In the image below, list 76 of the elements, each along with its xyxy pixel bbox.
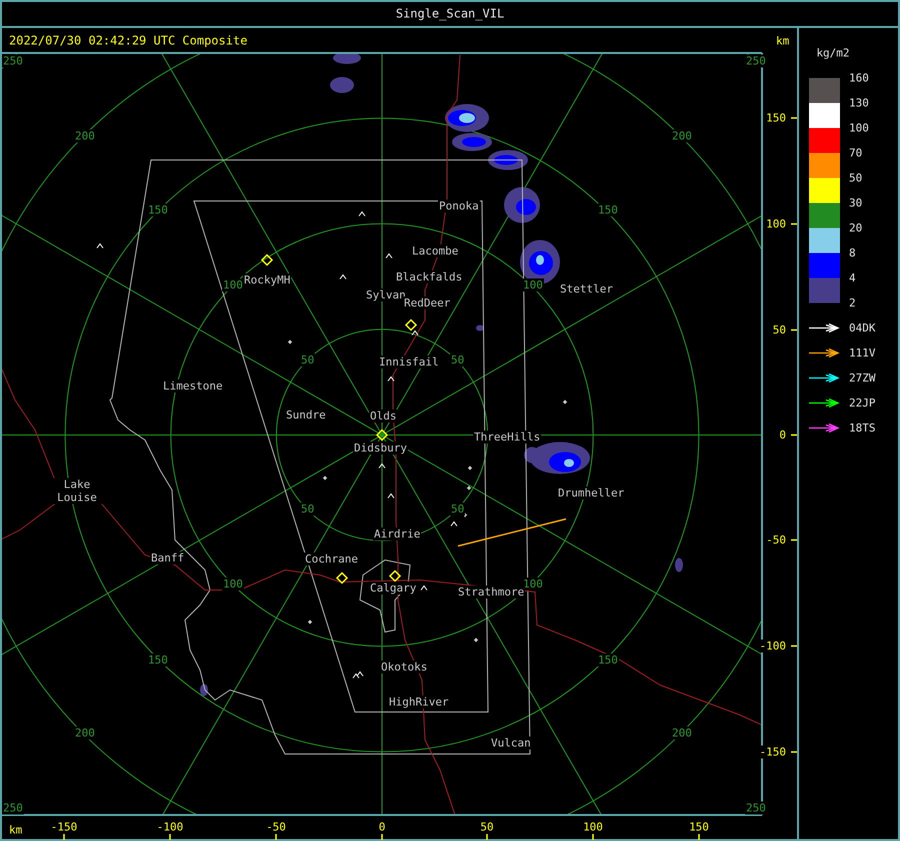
legend-value: 70 — [848, 146, 864, 160]
place-name: Vulcan — [490, 736, 532, 750]
place-name: HighRiver — [388, 696, 450, 708]
range-label: 50 — [450, 354, 466, 366]
place-name: Innisfail — [378, 356, 440, 368]
track-label: 27ZW — [848, 372, 876, 384]
range-label: 200 — [74, 130, 96, 142]
place-name: Limestone — [162, 380, 224, 392]
legend-value: 2 — [848, 296, 857, 310]
chart-title: Single_Scan_VIL — [394, 8, 506, 20]
legend-value: 130 — [848, 96, 870, 110]
range-label: 100 — [522, 278, 544, 292]
range-label: 150 — [147, 204, 169, 216]
legend-value: 20 — [848, 222, 864, 234]
place-name: Banff — [150, 552, 186, 564]
place-name: RockyMH — [243, 274, 292, 286]
axis-tick-label: -50 — [265, 820, 287, 834]
place-name: Sundre — [285, 408, 327, 422]
axis-tick-label: 50 — [772, 324, 787, 336]
axis-tick-label: 0 — [778, 428, 787, 442]
range-label: 250 — [745, 802, 767, 814]
place-name: Calgary — [369, 582, 418, 594]
legend-unit: kg/m2 — [815, 46, 851, 60]
axis-tick-label: -150 — [758, 746, 787, 758]
place-name: Cochrane — [304, 552, 359, 566]
axis-tick-label: -100 — [156, 820, 184, 834]
range-label: 200 — [74, 726, 96, 740]
place-name: Blackfalds — [395, 270, 464, 284]
range-label: 150 — [597, 204, 619, 216]
axis-tick-label: 100 — [765, 218, 787, 230]
range-label: 150 — [597, 654, 619, 666]
place-name: Strathmore — [457, 586, 526, 598]
place-name: RedDeer — [403, 296, 452, 310]
place-name: ThreeHills — [473, 430, 542, 444]
range-label: 200 — [671, 130, 693, 142]
place-name: Olds — [369, 410, 398, 422]
place-name: Airdrie — [373, 528, 422, 540]
range-label: 250 — [745, 54, 767, 68]
axis-tick-label: -50 — [765, 534, 787, 546]
legend-value: 160 — [848, 72, 870, 84]
legend-value: 30 — [848, 196, 864, 210]
range-label: 200 — [671, 726, 693, 740]
axis-tick-label: -150 — [50, 820, 78, 834]
place-name: Okotoks — [380, 660, 428, 674]
timestamp: 2022/07/30 02:42:29 UTC Composite — [8, 34, 248, 48]
range-label: 250 — [2, 802, 24, 814]
range-label: 100 — [222, 578, 244, 590]
place-name: Lacombe — [411, 244, 460, 258]
track-label: 04DK — [848, 322, 876, 334]
place-name: Lake Louise — [52, 478, 102, 504]
axis-tick-label: 150 — [765, 112, 787, 124]
legend-value: 100 — [848, 122, 870, 134]
axis-unit: km — [8, 824, 24, 836]
range-label: 250 — [2, 54, 24, 68]
legend-value: 50 — [848, 172, 864, 184]
axis-tick-label: -100 — [758, 640, 787, 652]
axis-tick-label: 100 — [582, 820, 604, 834]
legend-value: 8 — [848, 246, 857, 260]
range-label: 100 — [222, 278, 244, 292]
track-label: 111V — [848, 346, 876, 360]
axis-tick-label: 0 — [378, 820, 386, 834]
range-label: 100 — [522, 578, 544, 590]
place-name: Drumheller — [557, 486, 626, 500]
range-label: 50 — [300, 354, 316, 366]
track-label: 18TS — [848, 422, 876, 434]
range-label: 50 — [450, 502, 466, 516]
range-label: 150 — [147, 654, 169, 666]
track-label: 22JP — [848, 396, 876, 410]
axis-tick-label: 50 — [479, 820, 495, 834]
place-name: Stettler — [559, 282, 614, 296]
legend-value: 4 — [848, 272, 857, 284]
place-name: Didsbury — [353, 442, 408, 454]
range-label: 50 — [300, 502, 316, 516]
place-name: Ponoka — [438, 200, 480, 212]
axis-unit: km — [775, 34, 790, 48]
axis-tick-label: 150 — [688, 820, 710, 834]
